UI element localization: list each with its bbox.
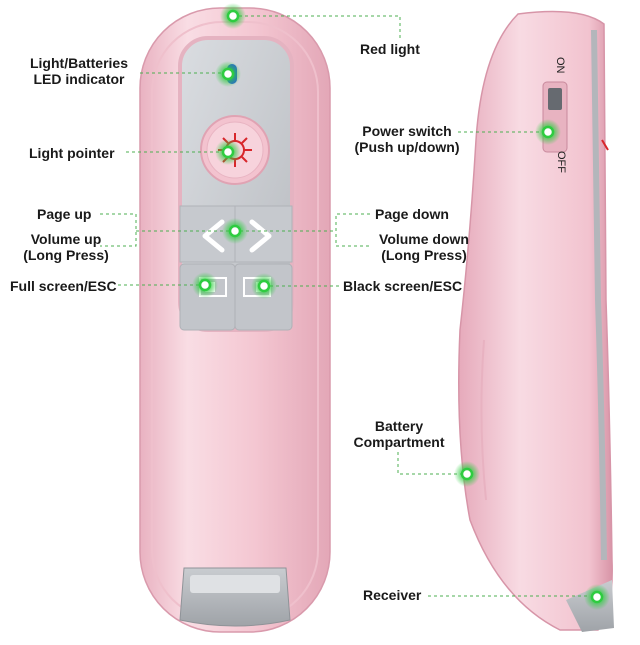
green-marker-icon — [454, 461, 480, 487]
green-marker-icon — [584, 584, 610, 610]
light-pointer-label: Light pointer — [29, 145, 115, 161]
volume-down-label: Volume down (Long Press) — [372, 231, 476, 263]
full-screen-label: Full screen/ESC — [10, 278, 117, 294]
green-marker-icon — [192, 272, 218, 298]
battery-line2: Compartment — [353, 434, 445, 450]
right-arrow-icon — [249, 219, 272, 253]
led-indicator-line2: LED indicator — [33, 71, 125, 87]
black-screen-label: Black screen/ESC — [343, 278, 463, 294]
volume-up-note: (Long Press) — [23, 247, 109, 263]
power-switch-note: (Push up/down) — [354, 139, 460, 155]
front-view — [139, 7, 331, 633]
page-down-label: Page down — [375, 206, 449, 222]
switch-off-label: OFF — [555, 151, 567, 173]
page-up-label: Page up — [37, 206, 92, 222]
red-light-label: Red light — [360, 41, 420, 57]
green-marker-icon — [215, 61, 241, 87]
power-switch-label: Power switch (Push up/down) — [348, 123, 466, 155]
green-marker-icon — [251, 273, 277, 299]
led-indicator-label: Light/Batteries LED indicator — [24, 55, 134, 87]
green-marker-icon — [535, 119, 561, 145]
green-marker-icon — [215, 139, 241, 165]
volume-up-text: Volume up — [30, 231, 102, 247]
green-marker-icon — [220, 3, 246, 29]
power-switch-text: Power switch — [362, 123, 452, 139]
switch-on-label: ON — [554, 57, 566, 74]
volume-up-label: Volume up (Long Press) — [12, 231, 120, 263]
battery-line1: Battery — [374, 418, 424, 434]
side-view — [458, 10, 614, 632]
led-indicator-line1: Light/Batteries — [29, 55, 128, 71]
green-marker-icon — [222, 218, 248, 244]
battery-compartment-label: Battery Compartment — [347, 418, 451, 450]
green-marker-icon-group — [192, 3, 610, 610]
volume-down-note: (Long Press) — [381, 247, 467, 263]
left-arrow-icon — [202, 219, 225, 253]
receiver-label: Receiver — [363, 587, 422, 603]
side-body — [458, 10, 613, 631]
volume-down-text: Volume down — [379, 231, 469, 247]
